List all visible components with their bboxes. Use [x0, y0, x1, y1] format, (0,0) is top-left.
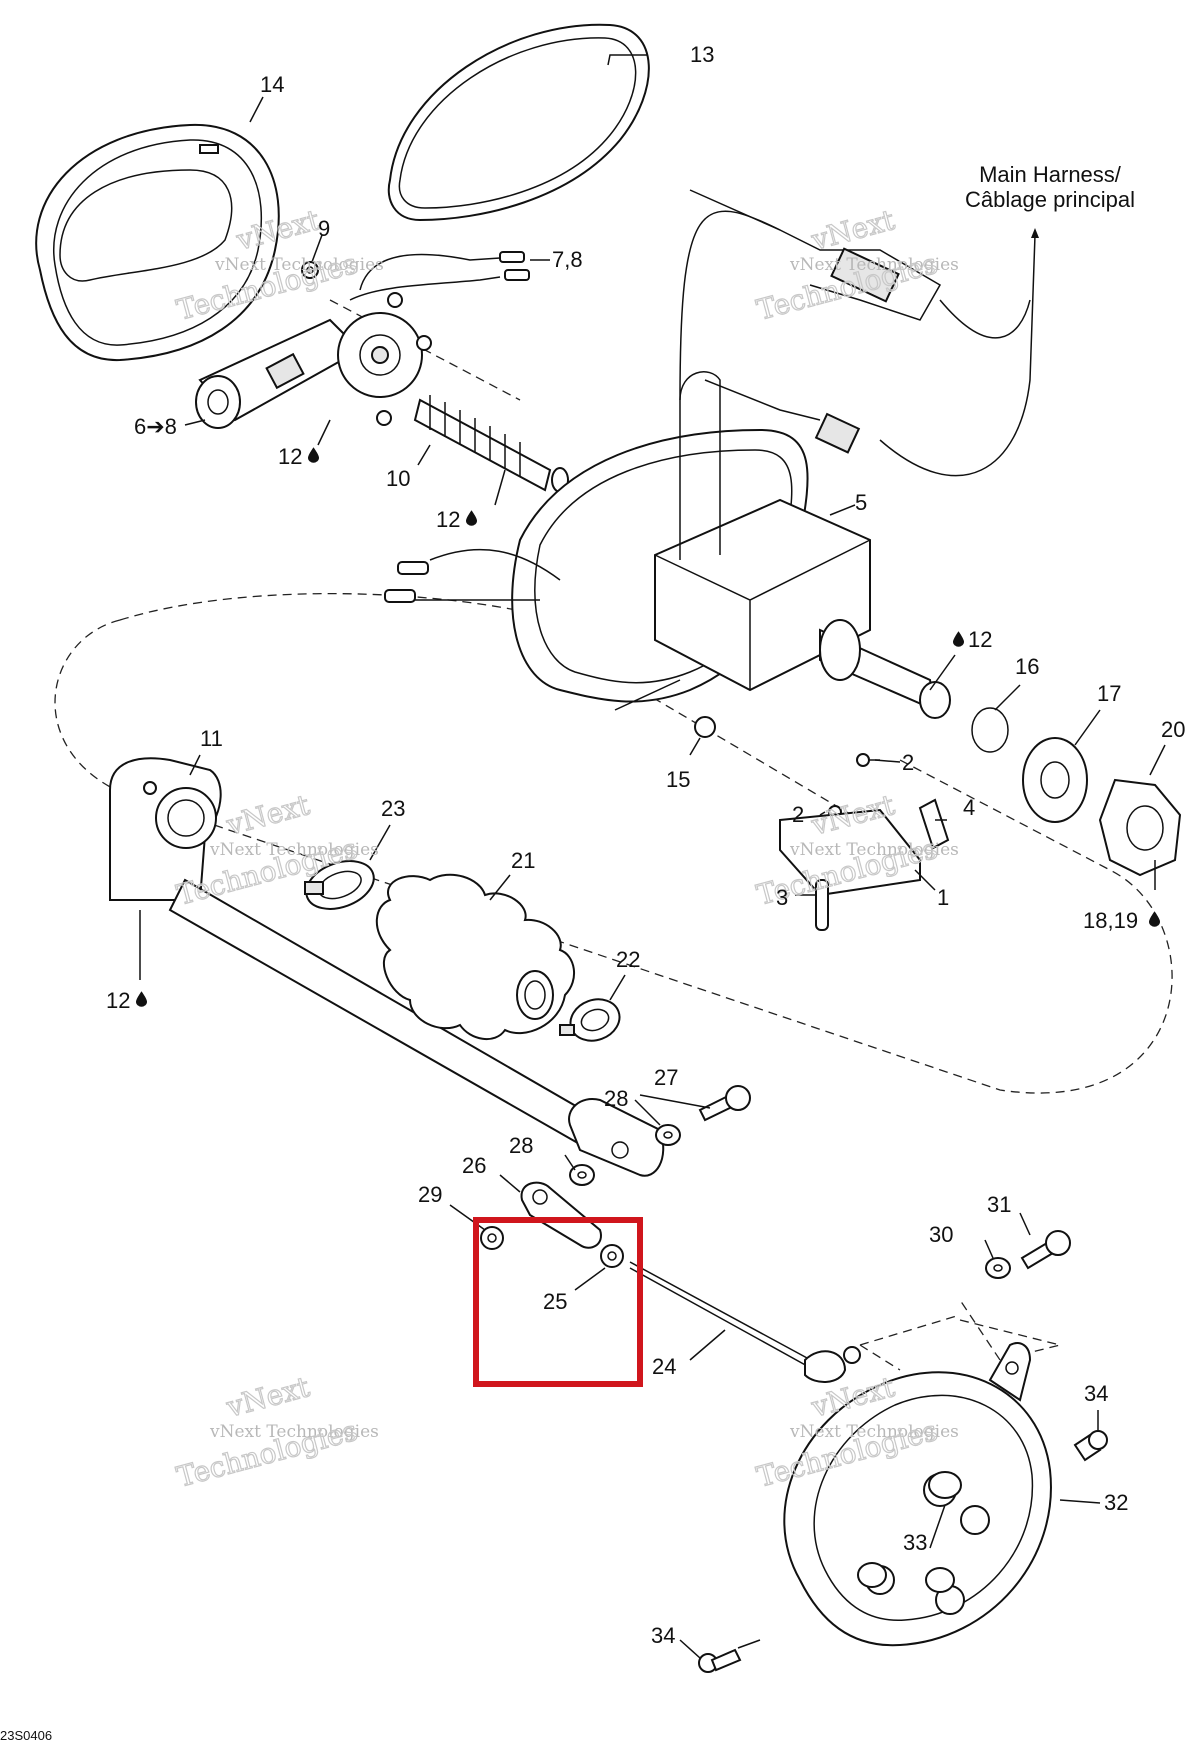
part-25-nut [600, 1244, 624, 1268]
callout-33: 33 [903, 1530, 927, 1555]
callout-30: 30 [929, 1222, 953, 1247]
callout-11: 11 [200, 726, 223, 751]
part-26-lever [520, 1181, 602, 1249]
callout-31: 31 [987, 1192, 1011, 1217]
callout-15: 15 [666, 767, 690, 792]
svg-text:vNext: vNext [222, 788, 313, 842]
part-7-8-wires [349, 251, 530, 301]
callout-32: 32 [1104, 1490, 1128, 1515]
svg-text:vNext Technologies: vNext Technologies [789, 1422, 959, 1442]
callout-3: 3 [776, 885, 788, 910]
callout-14: 14 [260, 72, 284, 97]
oil-drop-icon [136, 991, 147, 1007]
callout-12-worm: 12 [436, 507, 460, 532]
ring-dash [859, 1314, 961, 1371]
callout-1: 1 [937, 885, 949, 910]
callout-25: 25 [543, 1289, 567, 1314]
callout-numbers: 13 14 9 7,8 6➔8 12 10 12 5 12 16 17 20 1… [106, 42, 1185, 1648]
part-28-washer-lower [569, 1164, 595, 1186]
callout-10: 10 [386, 466, 410, 491]
part-5-actuator [654, 371, 951, 719]
part-6-motor [195, 292, 432, 429]
part-21-boot [375, 873, 575, 1040]
callout-28b: 28 [509, 1133, 533, 1158]
callout-21: 21 [511, 848, 535, 873]
part-27-bolt [698, 1085, 751, 1122]
oil-drop-icon [1149, 911, 1160, 927]
callout-26: 26 [462, 1153, 486, 1178]
callout-34a: 34 [1084, 1381, 1108, 1406]
watermark-bottom-left: vNext Technologies Technologies vNext [173, 1369, 379, 1494]
collar-dash [959, 1299, 1061, 1361]
callout-7-8: 7,8 [552, 247, 583, 272]
part-17-washer [1022, 737, 1088, 823]
callout-17: 17 [1097, 681, 1121, 706]
svg-text:vNext Technologies: vNext Technologies [209, 840, 379, 860]
callout-28a: 28 [604, 1086, 628, 1111]
callout-23: 23 [381, 796, 405, 821]
callout-12-motor: 12 [278, 444, 302, 469]
part-13-gasket [387, 23, 650, 222]
oil-drop-icon [466, 510, 477, 526]
svg-text:vNext Technologies: vNext Technologies [214, 255, 384, 275]
part-28-washer-upper [655, 1124, 681, 1146]
part-33-bushings [857, 1471, 962, 1593]
part-24-cable [629, 1261, 861, 1383]
part-9-bushing [301, 261, 319, 279]
callout-22: 22 [616, 947, 640, 972]
callout-5: 5 [855, 490, 867, 515]
svg-text:vNext Technologies: vNext Technologies [209, 1422, 379, 1442]
callout-12-tube: 12 [106, 988, 130, 1013]
svg-text:vNext Technologies: vNext Technologies [789, 255, 959, 275]
leader-lines [139, 54, 1166, 1659]
callout-18-19: 18,19 [1083, 908, 1138, 933]
callout-29: 29 [418, 1182, 442, 1207]
callout-6-8: 6➔8 [134, 414, 177, 439]
part-22-clamp [559, 998, 621, 1042]
svg-text:vNext: vNext [807, 203, 898, 257]
part-30-washer [985, 1257, 1011, 1279]
watermark-top-right: vNext Technologies Technologies vNext [753, 202, 959, 327]
callout-4: 4 [963, 795, 975, 820]
drawing-code: 23S0406 [0, 1728, 52, 1743]
part-29-nut [480, 1226, 504, 1250]
part-20-nut [1098, 778, 1182, 877]
oil-drop-icon [308, 447, 319, 463]
harness-label-fr: Câblage principal [965, 187, 1135, 212]
svg-text:vNext Technologies: vNext Technologies [789, 840, 959, 860]
part-1-bracket [779, 808, 921, 897]
callout-34b: 34 [651, 1623, 675, 1648]
part-31-bolt [1020, 1230, 1071, 1270]
assembly-dashed-loop [54, 592, 1173, 1094]
harness-label-en: Main Harness/ [979, 162, 1122, 187]
highlight-box [473, 1217, 643, 1387]
part-16-o-ring [971, 707, 1009, 753]
main-harness-wiring [384, 189, 1039, 603]
callout-12-shaft: 12 [968, 627, 992, 652]
callout-9: 9 [318, 216, 330, 241]
part-34-bolt-lower [698, 1648, 742, 1673]
callout-20: 20 [1161, 717, 1185, 742]
part-15-nut [694, 716, 716, 738]
callout-2a: 2 [902, 750, 914, 775]
callout-13: 13 [690, 42, 714, 67]
callout-16: 16 [1015, 654, 1039, 679]
part-23-clamp [304, 860, 375, 910]
callout-24: 24 [652, 1354, 676, 1379]
oil-drop-icon [953, 631, 964, 647]
bracket-dash [639, 689, 861, 821]
callout-2b: 2 [792, 802, 804, 827]
part-10-worm [413, 395, 569, 493]
svg-text:vNext: vNext [222, 1370, 313, 1424]
part-34-bolt-upper [1073, 1430, 1108, 1462]
part-11-tube [109, 757, 602, 1152]
part-14-lens [35, 123, 280, 362]
callout-27: 27 [654, 1065, 678, 1090]
part-3-pin [815, 879, 829, 931]
part-4-pin [918, 798, 950, 850]
